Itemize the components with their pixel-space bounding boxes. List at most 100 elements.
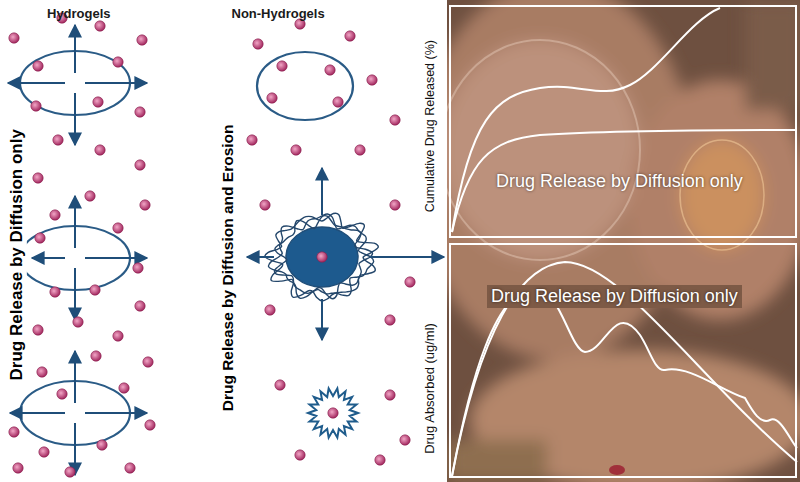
release-arrow (85, 412, 147, 414)
drug-particle (140, 200, 150, 210)
drug-particle (9, 427, 19, 437)
drug-particle (95, 145, 105, 155)
drug-particle (390, 200, 400, 210)
drug-particle (93, 97, 103, 107)
eroding-lens (286, 227, 358, 287)
side-caption: Drug Release by Diffusion and Erosion (219, 123, 237, 414)
erosion-scribble (265, 213, 378, 301)
release-arrow (74, 351, 76, 403)
drug-particle (53, 135, 63, 145)
release-arrow (321, 299, 323, 340)
drug-particle (90, 285, 100, 295)
drug-particle (355, 145, 365, 155)
drug-particle (57, 389, 67, 399)
drug-particle (145, 420, 155, 430)
release-arrow (74, 423, 76, 475)
drug-particle (91, 351, 101, 361)
axis-label: Cumulative Drug Released (%) (423, 38, 437, 214)
chart-panel: Drug Release by Diffusion only (449, 243, 797, 478)
release-arrow (321, 168, 323, 215)
axis-label: Drug Absorbed (ug/ml) (422, 321, 437, 456)
drug-particle (50, 287, 60, 297)
panel-caption: Drug Release by Diffusion only (492, 170, 747, 193)
photo-background (745, 0, 800, 110)
release-arrow (74, 93, 76, 145)
drug-particle (267, 93, 277, 103)
drug-particle (143, 357, 153, 367)
axis-label-holder: Drug Absorbed (ug/ml) (422, 321, 437, 456)
column-heading: Non-Hydrogels (230, 7, 327, 22)
drug-particle (317, 252, 327, 262)
drug-particle (65, 467, 75, 477)
drug-particle (33, 325, 43, 335)
drug-particle (265, 305, 275, 315)
release-arrow (74, 196, 76, 248)
release-curve (452, 130, 797, 232)
drug-particle (385, 315, 395, 325)
drug-particle (135, 301, 145, 311)
chart-panel: Drug Release by Diffusion only (449, 5, 797, 238)
panel-caption: Drug Release by Diffusion only (487, 285, 742, 308)
drug-particle (247, 135, 257, 145)
drug-particle (260, 200, 270, 210)
eroded-fragment (308, 388, 358, 437)
drug-particle (97, 440, 107, 450)
drug-particle (113, 331, 123, 341)
contact-lens (680, 140, 764, 250)
drug-particle (33, 61, 43, 71)
column-heading: Hydrogels (45, 7, 113, 22)
drug-particle (385, 390, 395, 400)
drug-particle (291, 145, 301, 155)
drug-particle (37, 367, 47, 377)
drug-particle (400, 435, 410, 445)
drug-particle (95, 21, 105, 31)
drug-particle (328, 408, 338, 418)
drug-particle (125, 463, 135, 473)
lens-rim (447, 40, 640, 260)
release-arrow (85, 82, 147, 84)
drug-particle (135, 107, 145, 117)
side-caption-holder: Drug Release by Diffusion and Erosion (219, 123, 237, 414)
thumb (630, 80, 800, 320)
drug-particle (73, 317, 83, 327)
drug-particle (85, 191, 95, 201)
release-arrow (370, 256, 444, 258)
axis-label-holder: Cumulative Drug Released (%) (423, 38, 437, 214)
drug-particle (405, 277, 415, 287)
side-caption: Drug Release by Diffusion only (6, 127, 26, 382)
column-heading-holder: Hydrogels (45, 7, 113, 22)
drug-particle (50, 210, 60, 220)
side-caption-holder: Drug Release by Diffusion only (6, 127, 26, 382)
red-spot (609, 465, 625, 475)
drug-particle (275, 380, 285, 390)
absorption-curve (452, 288, 797, 476)
drug-particle (345, 31, 355, 41)
release-arrow (10, 412, 65, 414)
drug-particle (35, 233, 45, 243)
release-arrow (247, 256, 274, 258)
drug-particle (33, 173, 43, 183)
drug-particle (375, 455, 385, 465)
release-arrow (8, 82, 65, 84)
drug-particle (31, 101, 41, 111)
drug-particle (137, 35, 147, 45)
table-edge (447, 440, 547, 482)
drug-particle (9, 33, 19, 43)
column-heading-holder: Non-Hydrogels (230, 7, 327, 22)
drug-particle (277, 61, 287, 71)
release-curve (452, 8, 720, 232)
drug-particle (135, 160, 145, 170)
drug-particle (390, 115, 400, 125)
contact-lens (447, 40, 640, 260)
drug-particle (113, 223, 123, 233)
drug-particle (367, 75, 377, 85)
release-arrow (74, 268, 76, 320)
drug-particle (13, 463, 23, 473)
drug-particle (333, 97, 343, 107)
drug-particle (325, 65, 335, 75)
drug-particle (295, 450, 305, 460)
release-arrow (85, 257, 147, 259)
drug-particle (133, 263, 143, 273)
